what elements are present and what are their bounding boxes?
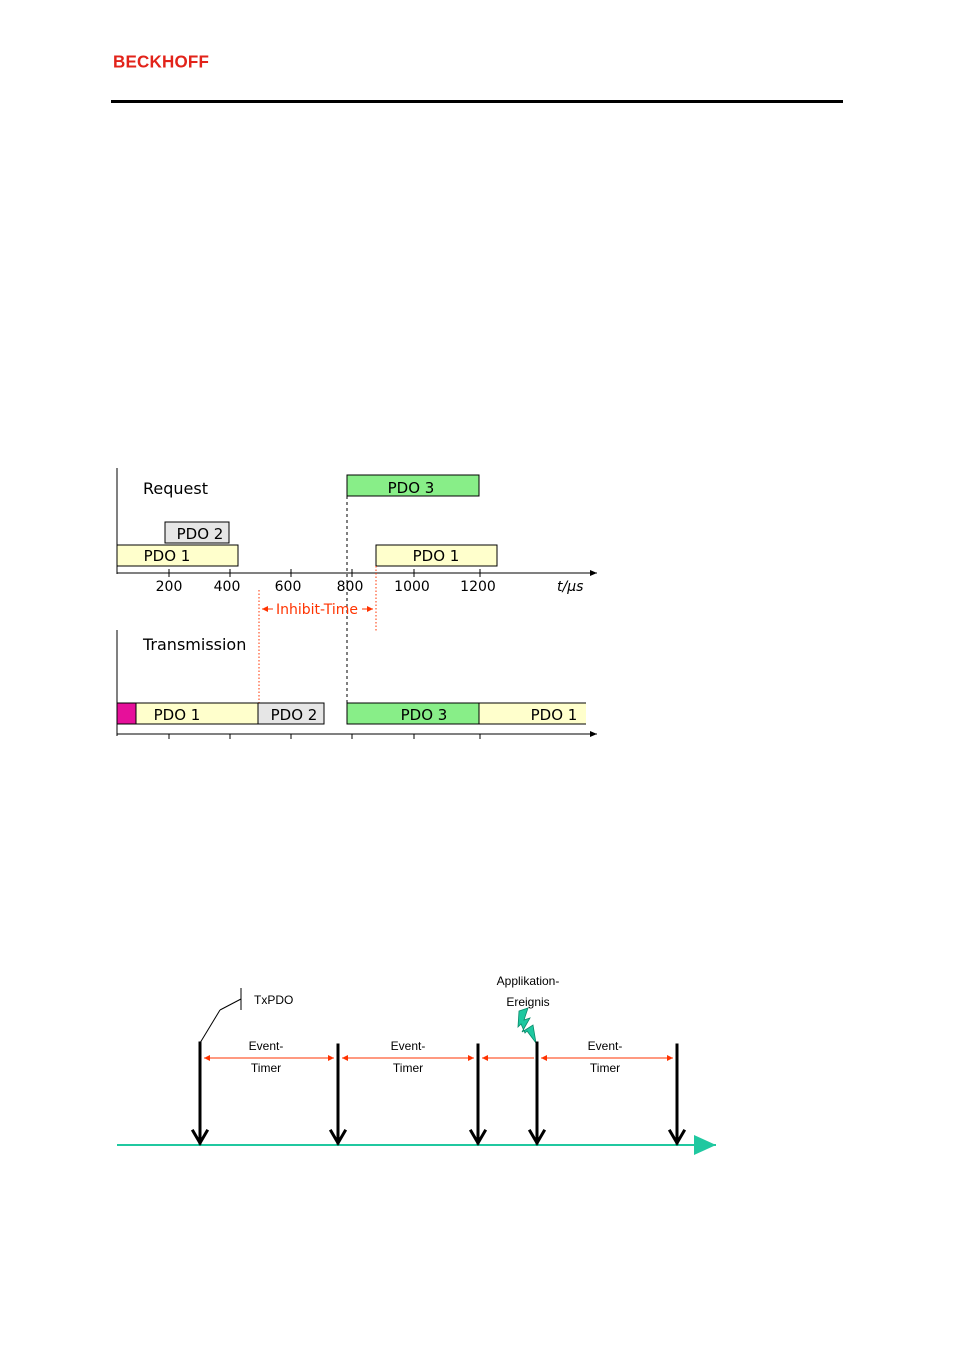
- transmission-label: Transmission: [142, 635, 246, 654]
- event-timer-label-3b: Timer: [590, 1061, 620, 1075]
- txpdo-leader: [199, 1009, 221, 1044]
- transmission-pdo2-label: PDO 2: [271, 706, 318, 724]
- transmission-magenta-box: [116, 702, 137, 725]
- request-pdo2-box: [164, 521, 230, 544]
- transmission-pdo1b-border: [478, 702, 586, 725]
- event-timer-label-1b: Timer: [251, 1061, 281, 1075]
- lightning-bolt-icon: [517, 1007, 537, 1044]
- app-event-label-line2: Ereignis: [506, 995, 549, 1009]
- time-unit-label: t/µs: [557, 579, 583, 595]
- tick-label: 800: [337, 579, 364, 595]
- tick-label: 1200: [460, 579, 496, 595]
- tick-label: 400: [214, 579, 241, 595]
- transmission-pdo1-label: PDO 1: [154, 706, 201, 724]
- request-pdo1-label: PDO 1: [144, 547, 191, 565]
- request-pdo1-box: [116, 544, 239, 567]
- event-timer-label-1a: Event-: [249, 1039, 284, 1053]
- inhibit-time-label: Inhibit-Time: [276, 602, 358, 618]
- event-timer-label-2b: Timer: [393, 1061, 423, 1075]
- event-timer-label-3a: Event-: [588, 1039, 623, 1053]
- transmission-pdo1b-label: PDO 1: [531, 706, 578, 724]
- txpdo-leader-top: [219, 998, 242, 1011]
- event-timer-diagram: TxPDO Applikation- Ereignis: [117, 974, 716, 1155]
- transmission-pdo2-box: [257, 702, 325, 725]
- tick-label: 1000: [394, 579, 430, 595]
- request-ticks: [168, 569, 481, 577]
- transmission-pdo1b-box: [479, 703, 586, 724]
- tick-label: 200: [156, 579, 183, 595]
- event-arrows: [190, 1041, 687, 1146]
- header-rule: [111, 100, 843, 103]
- beckhoff-logo: BECKHOFF: [113, 52, 210, 72]
- txpdo-label: TxPDO: [254, 993, 293, 1007]
- tick-label: 600: [275, 579, 302, 595]
- request-pdo3-label: PDO 3: [388, 479, 435, 497]
- request-pdo1b-box: [375, 544, 498, 567]
- app-event-label-line1: Applikation-: [497, 974, 560, 988]
- request-pdo1b-label: PDO 1: [413, 547, 460, 565]
- event-timer-label-2a: Event-: [391, 1039, 426, 1053]
- request-pdo2-label: PDO 2: [177, 525, 224, 543]
- transmission-pdo3-label: PDO 3: [401, 706, 448, 724]
- transmission-ticks: [168, 734, 481, 739]
- request-pdo3-box: [346, 474, 480, 497]
- request-label: Request: [143, 479, 208, 498]
